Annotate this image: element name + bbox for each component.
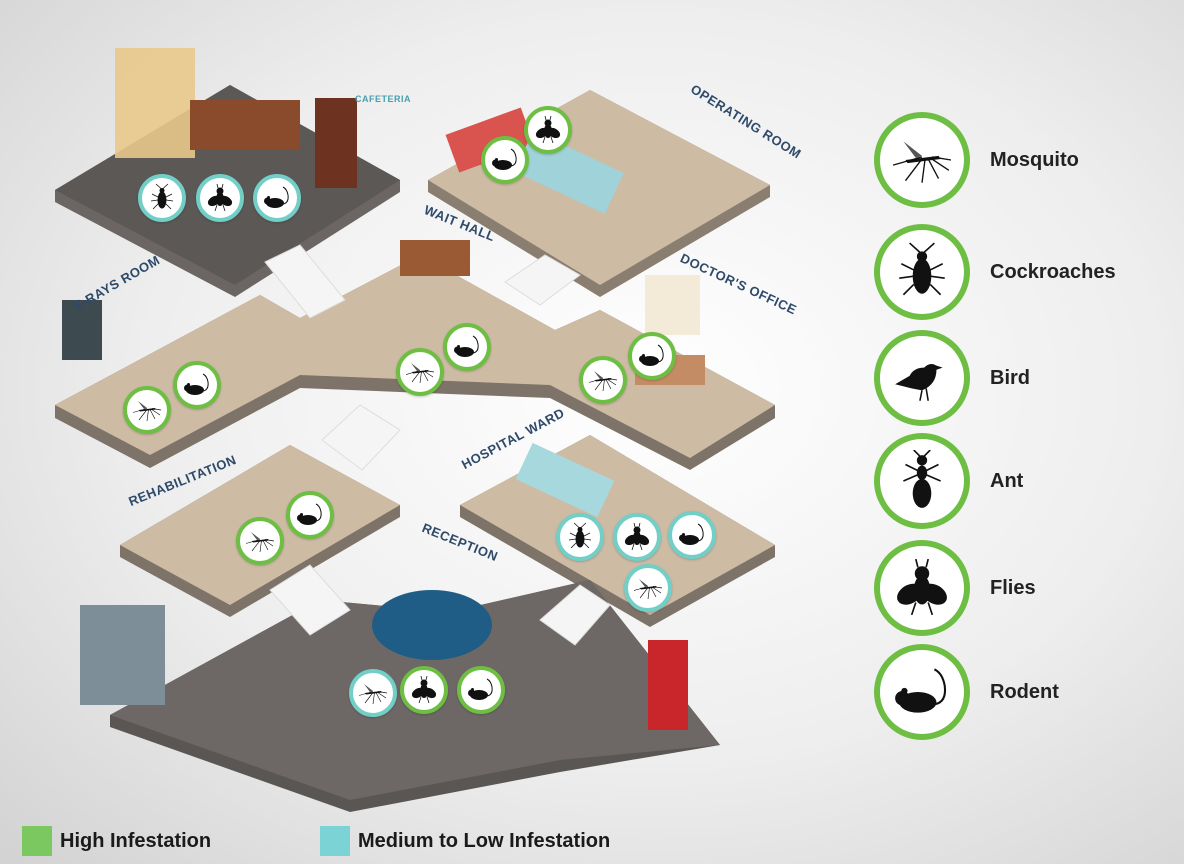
rehabilitation-rodent-badge (286, 491, 334, 539)
operating-room-rodent-badge (481, 136, 529, 184)
key-item-bird: Bird (874, 330, 1174, 426)
doctor-s-office-rodent-badge (628, 332, 676, 380)
key-item-rodent: Rodent (874, 644, 1174, 740)
rodent-icon (295, 500, 325, 530)
rodent-icon (490, 145, 520, 175)
mosquito-icon (633, 573, 663, 603)
fly-icon (622, 522, 652, 552)
key-item-cockroach: Cockroaches (874, 224, 1174, 320)
hospital-ward-cockroach-badge (556, 513, 604, 561)
doctor-s-office-mosquito-badge (579, 356, 627, 404)
key-label: Bird (990, 366, 1030, 389)
key-item-fly: Flies (874, 540, 1174, 636)
fly-icon (891, 557, 953, 619)
key-item-mosquito: Mosquito (874, 112, 1174, 208)
wait-hall-mosquito-badge (396, 348, 444, 396)
mosquito-icon (132, 395, 162, 425)
fly-icon (533, 115, 563, 145)
hospital-ward-rodent-badge (668, 511, 716, 559)
rodent-icon (677, 520, 707, 550)
reception-fly-badge (400, 666, 448, 714)
fly-icon (409, 675, 439, 705)
cafeteria-fly-badge (196, 174, 244, 222)
legend-high: High Infestation (22, 826, 211, 856)
high-swatch (22, 826, 52, 856)
key-label: Cockroaches (990, 260, 1116, 283)
cafeteria-cockroach-badge (138, 174, 186, 222)
x-rays-room-rodent-badge (173, 361, 221, 409)
stairs (264, 244, 611, 646)
bird-icon (891, 347, 953, 409)
rodent-icon (637, 341, 667, 371)
hospital-ward-fly-badge (613, 513, 661, 561)
rehabilitation-mosquito-badge (236, 517, 284, 565)
mosquito-icon (588, 365, 618, 395)
rodent-icon (182, 370, 212, 400)
mosquito-icon (245, 526, 275, 556)
key-circle (874, 224, 970, 320)
legend-medium: Medium to Low Infestation (320, 826, 610, 856)
key-item-ant: Ant (874, 433, 1174, 529)
mosquito-icon (405, 357, 435, 387)
key-label: Flies (990, 576, 1036, 599)
key-label: Ant (990, 469, 1024, 492)
key-label: Rodent (990, 680, 1059, 703)
medium-swatch (320, 826, 350, 856)
mosquito-icon (358, 678, 388, 708)
reception-rodent-badge (457, 666, 505, 714)
cockroach-icon (565, 522, 595, 552)
hospital-ward-mosquito-badge (624, 564, 672, 612)
legend-high-label: High Infestation (60, 829, 212, 852)
rodent-icon (452, 332, 482, 362)
room-label-cafeteria: CAFETERIA (355, 94, 411, 104)
reception-mosquito-badge (349, 669, 397, 717)
key-circle (874, 644, 970, 740)
rodent-icon (466, 675, 496, 705)
mosquito-icon (891, 129, 953, 191)
key-circle (874, 433, 970, 529)
legend-medium-label: Medium to Low Infestation (358, 829, 611, 852)
operating-room-fly-badge (524, 106, 572, 154)
key-circle (874, 112, 970, 208)
cafeteria-floor (55, 48, 400, 297)
rodent-icon (262, 183, 292, 213)
fly-icon (205, 183, 235, 213)
key-label: Mosquito (990, 148, 1079, 171)
ant-icon (891, 450, 953, 512)
key-circle (874, 540, 970, 636)
cockroach-icon (147, 183, 177, 213)
rodent-icon (891, 661, 953, 723)
cockroach-icon (891, 241, 953, 303)
x-rays-room-mosquito-badge (123, 386, 171, 434)
key-circle (874, 330, 970, 426)
wait-hall-rodent-badge (443, 323, 491, 371)
cafeteria-rodent-badge (253, 174, 301, 222)
